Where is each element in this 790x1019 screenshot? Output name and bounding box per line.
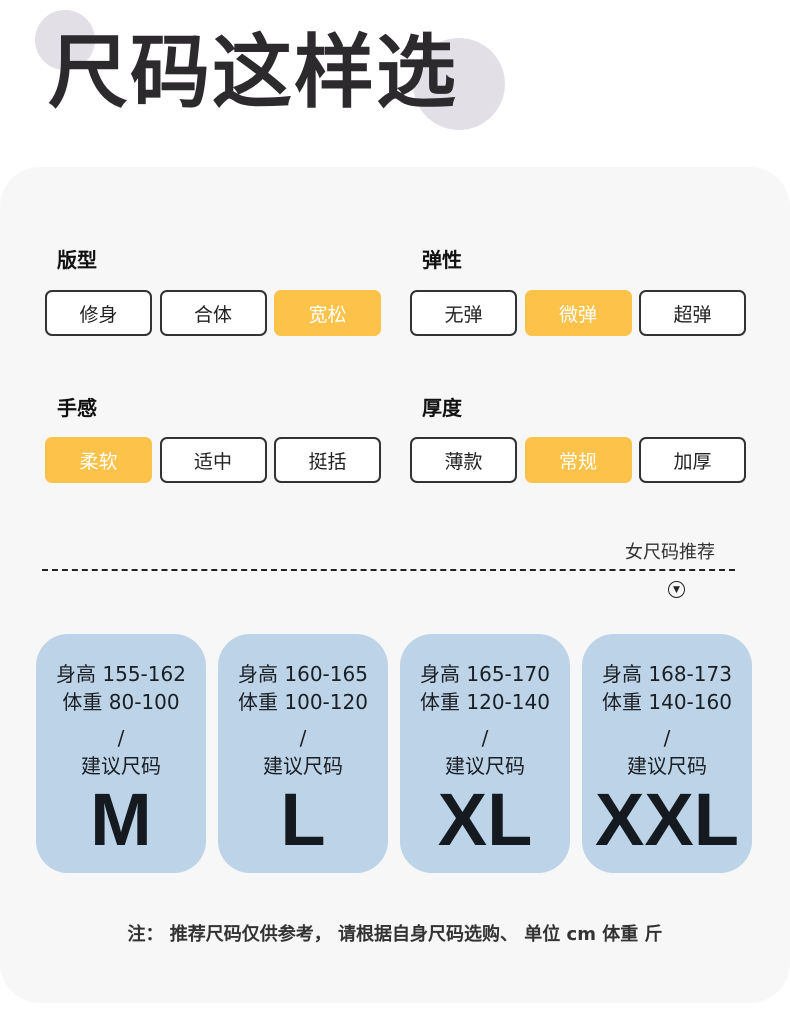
size-value: XL [437, 778, 533, 861]
weight-range: 体重 140-160 [602, 690, 732, 714]
chevron-down-circle-icon: ▼ [668, 581, 685, 598]
suggest-label: 建议尺码 [445, 754, 525, 778]
option-button[interactable]: 微弹 [524, 290, 632, 336]
option-button[interactable]: 挺括 [274, 437, 381, 483]
group-label: 手感 [57, 396, 97, 420]
suggest-label: 建议尺码 [81, 754, 161, 778]
suggest-label: 建议尺码 [263, 754, 343, 778]
page-title: 尺码这样选 [48, 26, 458, 119]
height-range: 身高 155-162 [56, 662, 186, 686]
height-range: 身高 168-173 [602, 662, 732, 686]
separator: / [481, 726, 489, 750]
option-button[interactable]: 超弹 [639, 290, 746, 336]
option-button[interactable]: 常规 [524, 437, 632, 483]
separator: / [663, 726, 671, 750]
group-label: 厚度 [422, 396, 462, 420]
option-button[interactable]: 修身 [45, 290, 152, 336]
size-value: XXL [595, 778, 739, 861]
size-card: 身高 168-173 体重 140-160 / 建议尺码 XXL [582, 634, 752, 873]
option-button[interactable]: 无弹 [410, 290, 517, 336]
weight-range: 体重 80-100 [62, 690, 180, 714]
size-card: 身高 160-165 体重 100-120 / 建议尺码 L [218, 634, 388, 873]
suggest-label: 建议尺码 [627, 754, 707, 778]
separator: / [299, 726, 307, 750]
weight-range: 体重 100-120 [238, 690, 368, 714]
size-value: M [90, 778, 152, 861]
recommend-label: 女尺码推荐 [625, 542, 715, 563]
option-button[interactable]: 柔软 [45, 437, 152, 483]
option-button[interactable]: 宽松 [274, 290, 381, 336]
group-label: 版型 [57, 248, 97, 272]
size-card: 身高 165-170 体重 120-140 / 建议尺码 XL [400, 634, 570, 873]
group-label: 弹性 [422, 248, 462, 272]
decor-circle-right [413, 38, 505, 130]
height-range: 身高 160-165 [238, 662, 368, 686]
size-value: L [280, 778, 326, 861]
footnote: 注： 推荐尺码仅供参考， 请根据自身尺码选购、 单位 cm 体重 斤 [127, 924, 663, 945]
option-button[interactable]: 薄款 [410, 437, 517, 483]
separator: / [117, 726, 125, 750]
size-card: 身高 155-162 体重 80-100 / 建议尺码 M [36, 634, 206, 873]
height-range: 身高 165-170 [420, 662, 550, 686]
weight-range: 体重 120-140 [420, 690, 550, 714]
option-button[interactable]: 加厚 [639, 437, 746, 483]
option-button[interactable]: 适中 [159, 437, 267, 483]
decor-circle-left [35, 10, 95, 70]
dashed-divider [42, 569, 735, 571]
option-button[interactable]: 合体 [159, 290, 267, 336]
